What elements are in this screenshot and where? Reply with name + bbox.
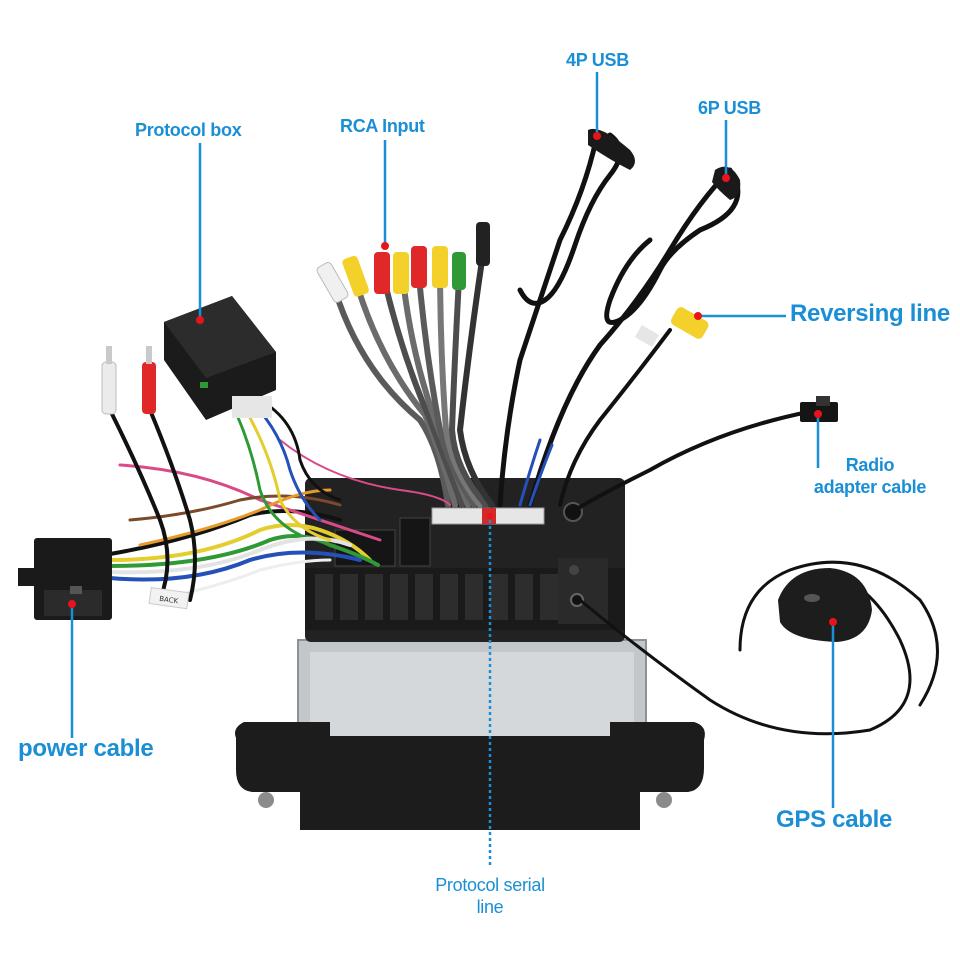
power-cable-connector	[18, 538, 112, 620]
screw	[258, 792, 274, 808]
marker-dot	[196, 316, 204, 324]
gps-antenna	[778, 568, 872, 642]
protocol-serial-label-line1: Protocol serial	[435, 875, 545, 895]
callout-lines	[70, 72, 835, 868]
harness-tag-text: BACK	[159, 595, 179, 606]
head-unit	[235, 478, 705, 830]
protocol-box	[164, 296, 276, 420]
rca-input-label: RCA Input	[340, 116, 425, 136]
radio-adapter-label-line2: adapter cable	[813, 477, 927, 497]
protocol-box-label: Protocol box	[135, 120, 242, 140]
protocol-serial-label-line2: line	[476, 897, 504, 917]
protocol-serial-label: Protocol serial line	[410, 874, 570, 918]
gps-cable	[578, 568, 912, 736]
connector-port	[399, 517, 431, 567]
reversing-line-label: Reversing line	[790, 300, 950, 327]
rca-plugs-left	[101, 346, 156, 415]
marker-dot	[829, 618, 837, 626]
vent-slots	[315, 574, 558, 620]
marker-dot	[68, 600, 76, 608]
harness-tag: BACK	[148, 587, 190, 610]
radio-adapter-cable	[573, 410, 810, 512]
front-bezel	[235, 722, 705, 830]
usb-4p-cable	[497, 137, 599, 508]
reversing-cable	[558, 328, 672, 507]
gps-port-socket	[570, 593, 584, 607]
usb-plugs	[588, 128, 741, 200]
power-cable-label: power cable	[18, 735, 154, 762]
marker-dot	[593, 132, 601, 140]
radio-adapter-label: Radio adapter cable	[800, 454, 940, 498]
reversing-connector	[634, 307, 709, 348]
screw	[656, 792, 672, 808]
marker-dot	[814, 410, 822, 418]
marker-dot	[487, 513, 493, 519]
usb-6p-label: 6P USB	[698, 98, 761, 118]
marker-dot	[722, 174, 730, 182]
marker-dot	[381, 242, 389, 250]
rca-input-plugs	[316, 222, 490, 303]
marker-dot	[694, 312, 702, 320]
markers	[68, 132, 837, 626]
usb-6p-cable	[527, 167, 733, 508]
gps-port	[558, 558, 608, 624]
gps-cable-label: GPS cable	[776, 806, 893, 833]
cables	[108, 132, 939, 736]
usb-4p-label: 4P USB	[566, 50, 629, 70]
radio-adapter-label-line1: Radio	[845, 455, 895, 475]
